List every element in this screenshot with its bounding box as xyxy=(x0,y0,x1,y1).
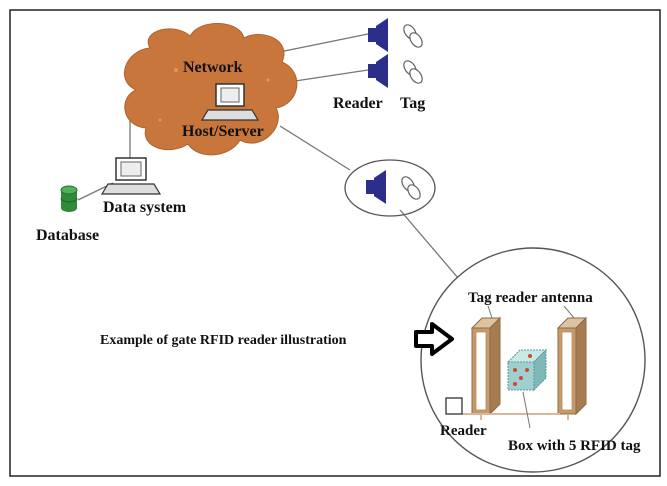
reader-icon xyxy=(368,18,388,52)
computer-icon xyxy=(100,157,162,195)
figure-frame xyxy=(9,9,661,477)
tag-icon xyxy=(403,24,423,48)
reader-device-icon xyxy=(445,397,463,415)
database-label: Database xyxy=(36,227,99,244)
antenna-panel xyxy=(470,316,502,416)
tag-icon xyxy=(401,176,421,200)
antenna-panel xyxy=(556,316,588,416)
gate-wiring xyxy=(462,413,569,420)
reader-label-bottom: Reader xyxy=(440,423,487,439)
network-label: Network xyxy=(183,59,243,76)
arrow-icon xyxy=(414,322,454,356)
reader-icon xyxy=(366,170,386,204)
tag-reader-antenna-label: Tag reader antenna xyxy=(468,290,593,306)
tag-icon xyxy=(403,60,423,84)
host-server-label: Host/Server xyxy=(182,123,264,140)
server-to-gate-reader-line xyxy=(279,125,351,171)
tag-label-top: Tag xyxy=(400,95,425,112)
computer-icon xyxy=(200,83,260,121)
rfid-box xyxy=(506,348,548,392)
antenna-leader-lines xyxy=(487,305,575,319)
reader-label-top: Reader xyxy=(333,95,383,112)
reader-tag-group-outline xyxy=(344,159,436,217)
database-icon xyxy=(60,185,78,212)
data-system-label: Data system xyxy=(103,199,187,216)
box-leader-line xyxy=(522,391,531,429)
box-label: Box with 5 RFID tag xyxy=(508,438,641,454)
example-gate-label: Example of gate RFID reader illustration xyxy=(100,333,347,348)
reader-icon xyxy=(368,54,388,88)
